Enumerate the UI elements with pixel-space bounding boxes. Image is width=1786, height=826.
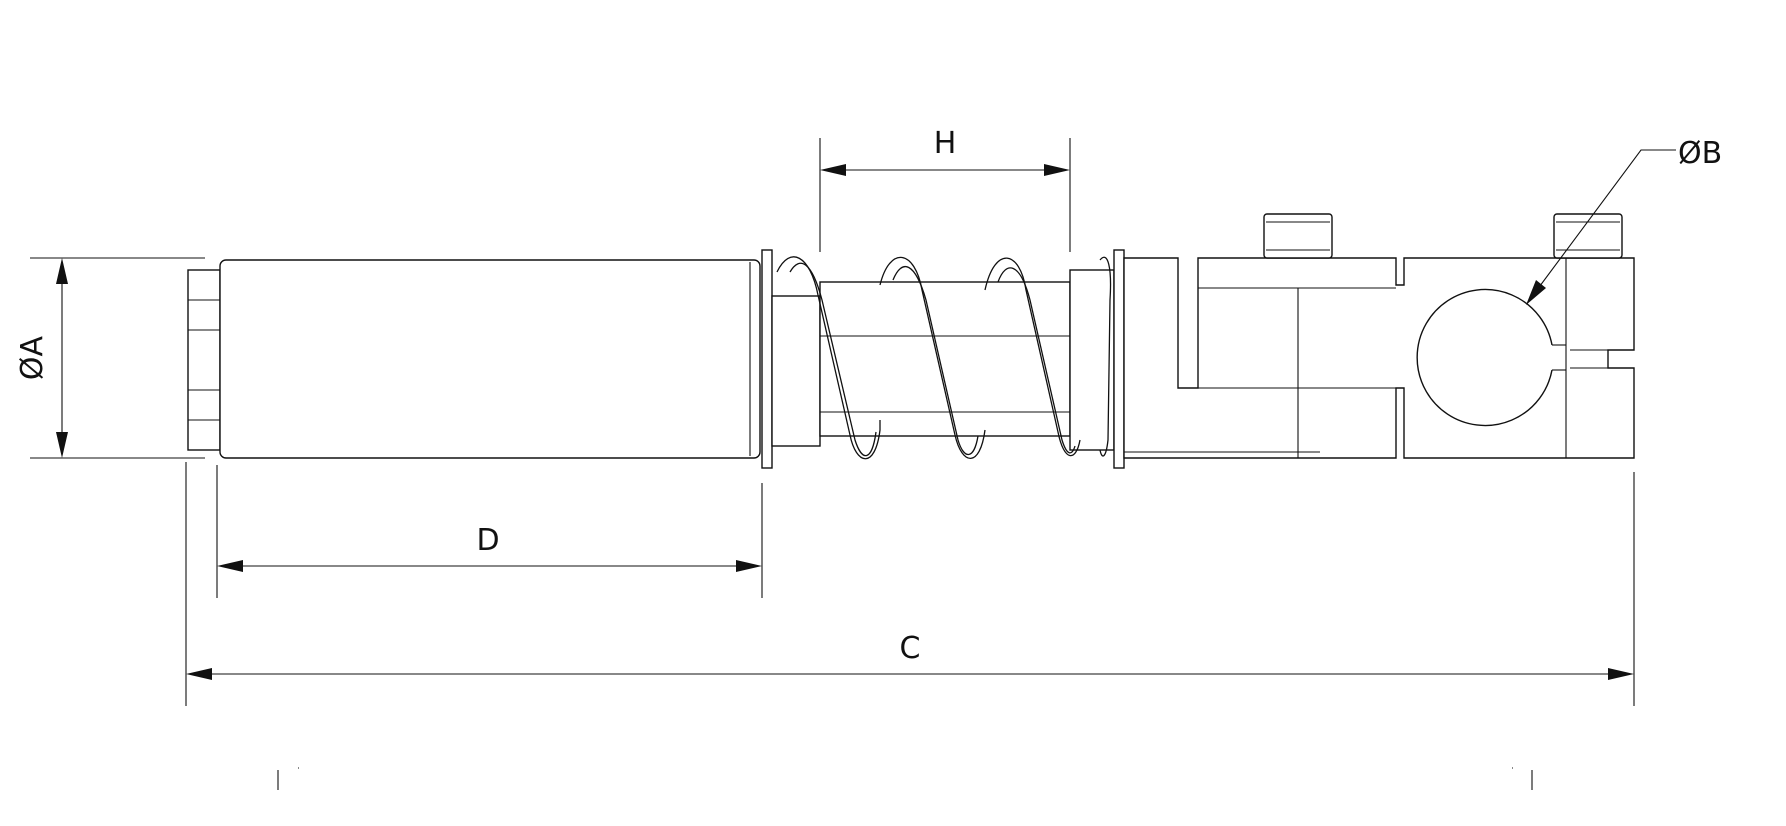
right-flange — [1113, 249, 1125, 469]
rod-end-housing — [1123, 257, 1635, 459]
threaded-end-cap — [187, 269, 221, 451]
dimension-a: ØA — [15, 257, 205, 459]
piston-rod — [819, 281, 1071, 437]
dimension-b-leader: ØB — [1526, 136, 1722, 305]
border-marks — [277, 767, 1533, 790]
dimension-h-label: H — [934, 126, 957, 161]
dimension-c: C — [185, 462, 1635, 706]
bore-hole — [1416, 288, 1566, 427]
clamp-screw-right — [1553, 213, 1623, 259]
clamp-screw-left — [1263, 213, 1333, 259]
dimension-d: D — [216, 465, 763, 598]
compression-spring — [776, 256, 1112, 460]
dimension-h: H — [819, 126, 1071, 252]
dimension-b-label: ØB — [1678, 136, 1722, 171]
dimension-c-label: C — [900, 631, 921, 666]
left-flange — [761, 249, 773, 469]
left-spring-seat — [771, 295, 821, 447]
dimension-a-label: ØA — [15, 335, 50, 380]
right-spring-seat — [1069, 269, 1115, 451]
cylinder-body — [219, 259, 761, 459]
dimension-d-label: D — [476, 523, 499, 558]
